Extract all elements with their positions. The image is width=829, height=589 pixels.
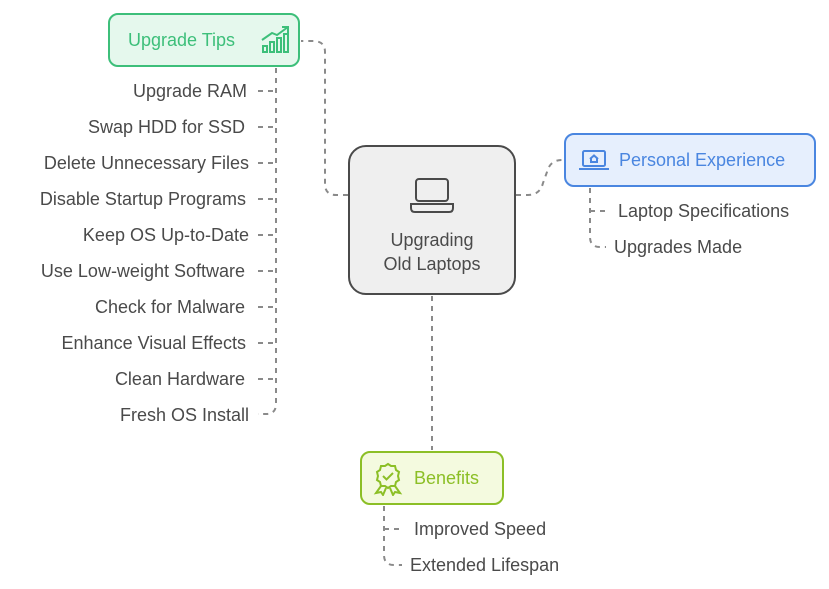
benefits-trunk: [383, 506, 402, 566]
benefits-item: Extended Lifespan: [410, 555, 560, 575]
laptop-home-icon: [579, 150, 609, 170]
personal-experience-trunk: [589, 188, 606, 248]
benefits-node: Benefits: [360, 451, 504, 505]
tip-item: Disable Startup Programs: [39, 189, 246, 209]
tip-item: Swap HDD for SSD: [87, 117, 245, 137]
tip-item: Clean Hardware: [114, 369, 245, 389]
personal-experience-item: Laptop Specifications: [618, 201, 790, 221]
connector-center-upgrade-tips: [301, 40, 348, 196]
laptop-icon: [410, 178, 454, 213]
tip-item: Enhance Visual Effects: [61, 333, 246, 353]
benefits-item: Improved Speed: [414, 519, 547, 539]
upgrade-tips-title: Upgrade Tips: [128, 29, 236, 50]
center-label-line2: Old Laptops: [383, 254, 481, 274]
tip-item: Fresh OS Install: [119, 405, 249, 425]
personal-experience-title: Personal Experience: [619, 149, 786, 170]
connector-center-personal-experience: [516, 159, 564, 196]
tip-item: Keep OS Up-to-Date: [82, 225, 249, 245]
tip-item: Use Low-weight Software: [40, 261, 245, 281]
tip-item: Check for Malware: [94, 297, 245, 317]
center-label-line1: Upgrading: [390, 230, 474, 250]
tip-item: Upgrade RAM: [132, 81, 247, 101]
award-badge-icon: [373, 462, 403, 496]
upgrade-tips-trunk: [258, 68, 277, 415]
upgrade-tips-node: Upgrade Tips: [108, 13, 300, 67]
personal-experience-item: Upgrades Made: [614, 237, 743, 257]
benefits-title: Benefits: [414, 467, 480, 488]
tip-item: Delete Unnecessary Files: [43, 153, 249, 173]
center-node: Upgrading Old Laptops: [348, 145, 516, 295]
personal-experience-node: Personal Experience: [564, 133, 816, 187]
growth-chart-icon: [261, 26, 289, 53]
